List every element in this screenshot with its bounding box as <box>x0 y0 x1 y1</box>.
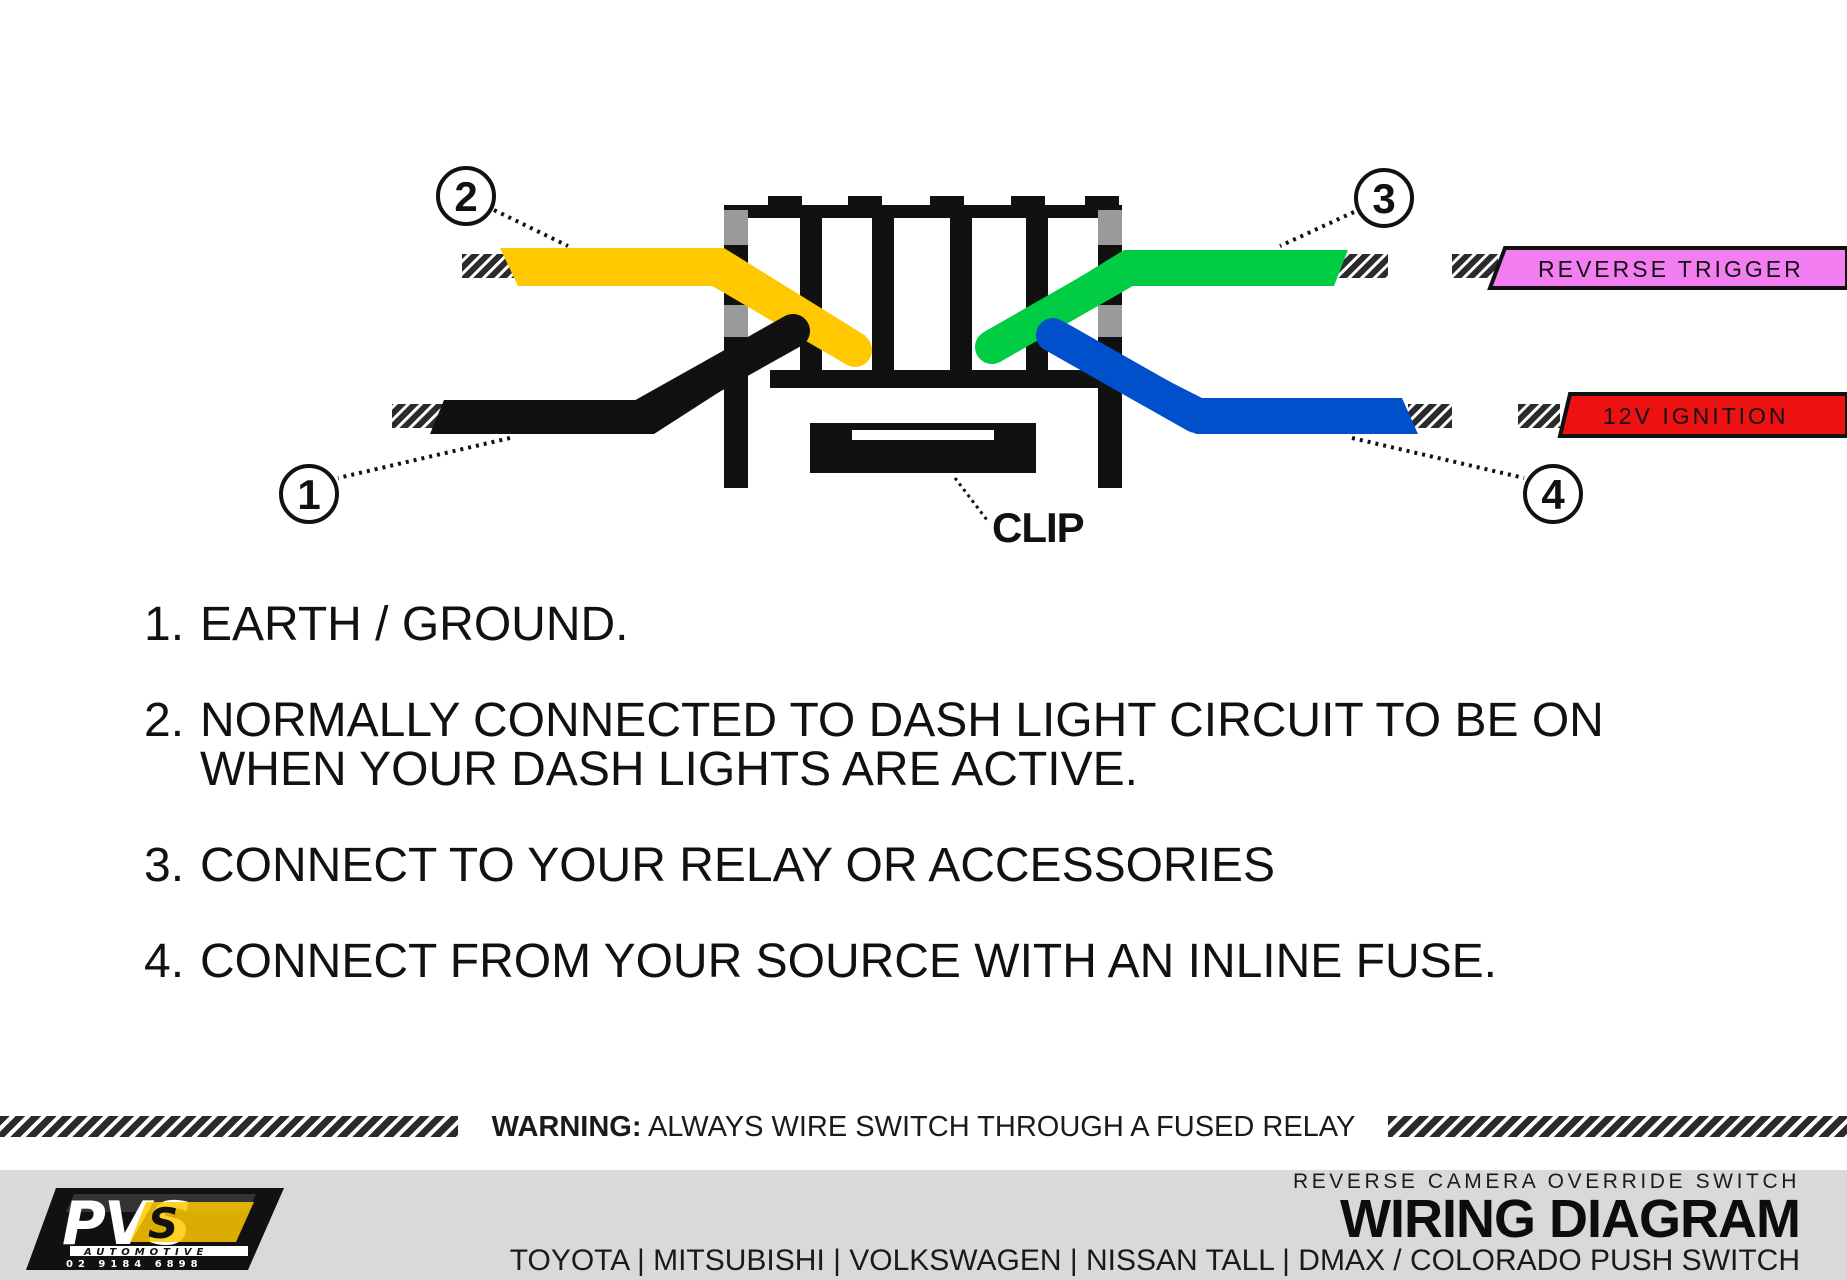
logo-accent: S <box>148 1199 178 1248</box>
tag-reverse-trigger-label: REVERSE TRIGGER <box>1538 256 1804 282</box>
leader-line-3 <box>1279 210 1355 248</box>
wire-4-core <box>1036 318 1213 433</box>
leader-line-1 <box>337 436 511 480</box>
instruction-item-4: 4. CONNECT FROM YOUR SOURCE WITH AN INLI… <box>144 937 1704 986</box>
pvs-automotive-logo: PVS S AUTOMOTIVE 02 9184 6898 <box>26 1188 284 1270</box>
clip <box>810 423 1036 473</box>
tag-12v-ignition: 12V IGNITION <box>1557 392 1847 438</box>
wire-stubs <box>392 254 1560 428</box>
warning-message: WARNING: ALWAYS WIRE SWITCH THROUGH A FU… <box>0 1110 1847 1144</box>
marker-2-label: 2 <box>454 173 477 220</box>
instruction-text: EARTH / GROUND. <box>200 598 629 651</box>
leader-line-2 <box>493 208 569 248</box>
warning-text: ALWAYS WIRE SWITCH THROUGH A FUSED RELAY <box>641 1111 1356 1143</box>
clip-leader-line <box>953 477 989 521</box>
footer: PVS S AUTOMOTIVE 02 9184 6898 REVERSE CA… <box>0 1170 1847 1280</box>
instruction-number: 4. <box>144 935 185 988</box>
instruction-text: CONNECT TO YOUR RELAY OR ACCESSORIES <box>200 839 1275 892</box>
instruction-item-2: 2. NORMALLY CONNECTED TO DASH LIGHT CIRC… <box>144 696 1704 794</box>
instruction-text: NORMALLY CONNECTED TO DASH LIGHT CIRCUIT… <box>200 694 1604 796</box>
wire-2 <box>500 248 866 360</box>
instruction-number: 2. <box>144 694 185 747</box>
wire-4 <box>1046 326 1418 434</box>
logo-phone: 02 9184 6898 <box>66 1259 203 1270</box>
warning-label: WARNING: <box>491 1111 642 1143</box>
marker-3: 3 <box>1354 168 1414 228</box>
wire-1 <box>430 320 800 434</box>
instruction-text: CONNECT FROM YOUR SOURCE WITH AN INLINE … <box>200 935 1498 988</box>
wiring-diagram: CLIP 1 2 3 4 REVERSE TRIGGER <box>279 166 1847 551</box>
wire-3-core <box>975 251 1147 364</box>
instruction-item-1: 1. EARTH / GROUND. <box>144 600 1704 649</box>
marker-4-label: 4 <box>1541 471 1565 518</box>
instruction-number: 3. <box>144 839 185 892</box>
instruction-item-3: 3. CONNECT TO YOUR RELAY OR ACCESSORIES <box>144 841 1704 890</box>
marker-1: 1 <box>279 464 339 524</box>
wire-3 <box>984 250 1348 358</box>
warning-hatch-right <box>1388 1116 1847 1137</box>
footer-title: WIRING DIAGRAM <box>1340 1189 1801 1249</box>
marker-2: 2 <box>436 166 496 226</box>
warning-hatch-left <box>0 1116 458 1137</box>
tag-12v-ignition-label: 12V IGNITION <box>1603 403 1789 429</box>
footer-title-block: REVERSE CAMERA OVERRIDE SWITCH WIRING DI… <box>509 1170 1801 1278</box>
instruction-list: 1. EARTH / GROUND. 2. NORMALLY CONNECTED… <box>144 600 1704 1033</box>
warning-bar: WARNING: ALWAYS WIRE SWITCH THROUGH A FU… <box>0 1110 1847 1146</box>
logo-subtext: AUTOMOTIVE <box>83 1247 208 1258</box>
footer-models: TOYOTA | MITSUBISHI | VOLKSWAGEN | NISSA… <box>509 1244 1800 1277</box>
wire-1-core <box>623 314 810 434</box>
marker-1-label: 1 <box>297 471 320 518</box>
marker-4: 4 <box>1523 464 1583 524</box>
leader-line-4 <box>1351 436 1525 480</box>
footer-subtitle: REVERSE CAMERA OVERRIDE SWITCH <box>1292 1170 1800 1193</box>
clip-label: CLIP <box>992 504 1084 551</box>
wire-2-core <box>695 249 872 367</box>
instruction-number: 1. <box>144 598 185 651</box>
marker-3-label: 3 <box>1372 175 1395 222</box>
tag-reverse-trigger: REVERSE TRIGGER <box>1487 246 1847 290</box>
